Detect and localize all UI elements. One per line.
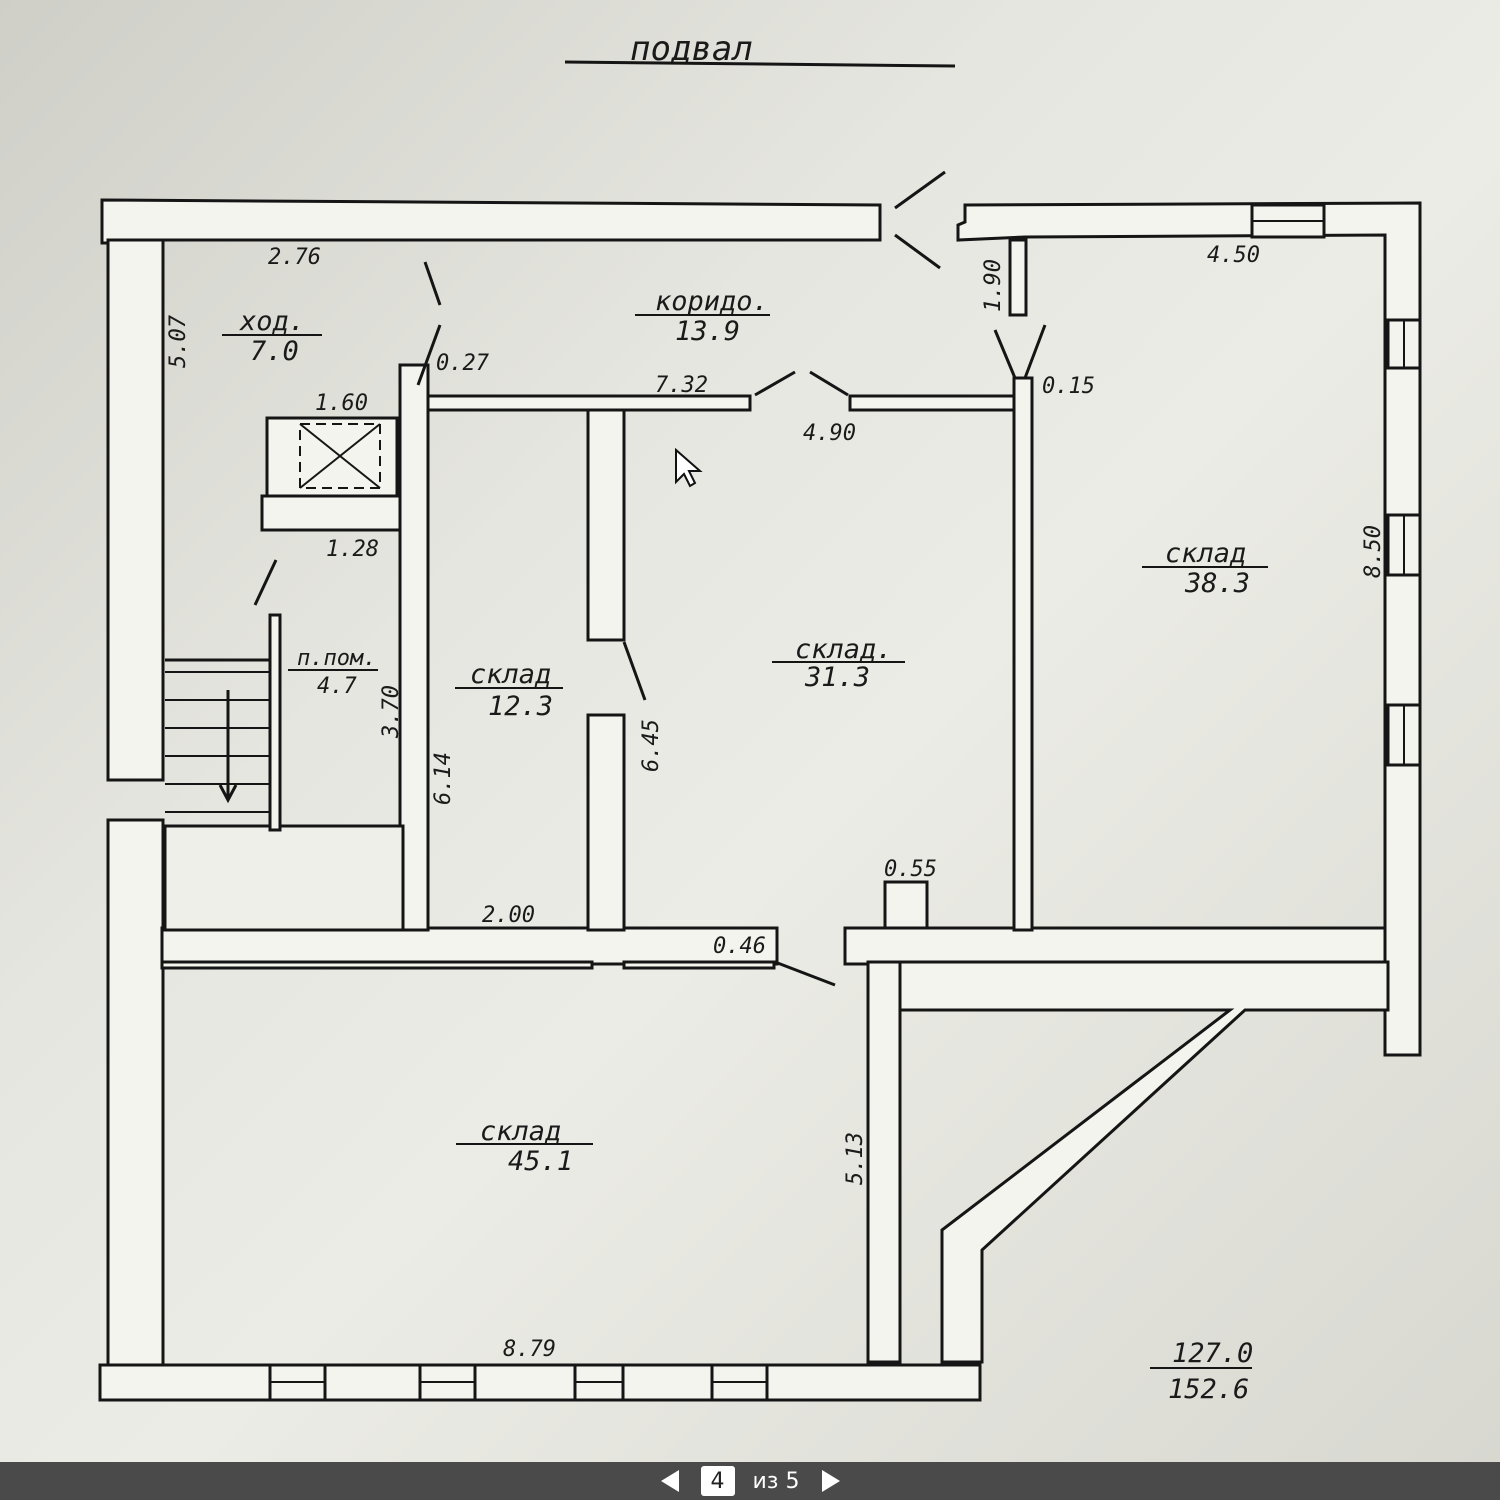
room-name-storage-c: склад — [1165, 538, 1246, 569]
room-area-corridor-main: 13.9 — [675, 316, 740, 347]
staircase — [165, 613, 282, 832]
dim-7-32: 7.32 — [655, 373, 708, 398]
dimension-labels: 2.76 5.07 0.27 1.60 1.28 3.70 6.14 2.00 … — [166, 243, 1386, 1362]
room-name-aux: п.пом. — [297, 646, 376, 671]
page-count-label: из 5 — [752, 1468, 800, 1494]
outer-walls — [98, 198, 1422, 1402]
inner-walls — [160, 238, 1390, 1364]
mouse-cursor — [675, 447, 703, 488]
door-swings — [253, 170, 1047, 987]
dim-5-07: 5.07 — [166, 314, 191, 368]
total-living-area: 127.0 — [1172, 1338, 1253, 1369]
room-name-storage-d: склад — [480, 1116, 561, 1147]
dim-1-60: 1.60 — [315, 391, 368, 416]
dim-2-00: 2.00 — [482, 903, 535, 928]
shaft-mark — [299, 423, 381, 489]
room-labels: ход. 7.0 коридо. 13.9 п.пом. 4.7 склад 1… — [222, 286, 1268, 1177]
next-page-button[interactable] — [818, 1468, 844, 1494]
side-windows — [1250, 203, 1422, 767]
room-area-aux: 4.7 — [317, 674, 357, 699]
page-navigator: 4 из 5 — [0, 1462, 1500, 1500]
room-area-storage-b: 31.3 — [804, 662, 870, 693]
room-name-corridor-small: ход. — [239, 306, 305, 337]
room-area-corridor-small: 7.0 — [250, 336, 299, 367]
dim-0-55: 0.55 — [884, 857, 937, 882]
title-underline — [564, 60, 956, 68]
dim-4-50: 4.50 — [1207, 243, 1260, 268]
total-area: 152.6 — [1168, 1374, 1249, 1405]
dim-8-50: 8.50 — [1361, 525, 1386, 578]
room-name-storage-a: склад — [470, 659, 551, 690]
dim-1-90: 1.90 — [981, 259, 1006, 312]
room-area-storage-d: 45.1 — [508, 1146, 573, 1177]
room-area-storage-a: 12.3 — [488, 691, 553, 722]
dim-0-46: 0.46 — [713, 934, 766, 959]
dim-1-28: 1.28 — [326, 537, 379, 562]
triangle-left-icon — [660, 1470, 679, 1492]
dim-6-45: 6.45 — [639, 719, 664, 772]
prev-page-button[interactable] — [657, 1468, 683, 1494]
dim-6-14: 6.14 — [431, 752, 456, 805]
dim-0-15: 0.15 — [1042, 374, 1095, 399]
dim-2-76: 2.76 — [268, 245, 321, 270]
bottom-windows — [268, 1363, 769, 1402]
dim-0-27: 0.27 — [436, 351, 490, 376]
dim-5-13: 5.13 — [843, 1132, 868, 1185]
dim-8-79: 8.79 — [503, 1337, 556, 1362]
dim-4-90: 4.90 — [803, 421, 856, 446]
floor-plan: подвал — [98, 29, 1422, 1405]
triangle-right-icon — [821, 1470, 840, 1492]
area-totals: 127.0 152.6 — [1150, 1338, 1253, 1405]
dim-3-70: 3.70 — [379, 685, 404, 739]
room-name-storage-b: склад. — [795, 634, 893, 665]
document-viewer: подвал — [0, 0, 1500, 1462]
current-page-number[interactable]: 4 — [700, 1466, 735, 1496]
room-name-corridor-main: коридо. — [655, 286, 769, 317]
room-area-storage-c: 38.3 — [1184, 568, 1250, 599]
